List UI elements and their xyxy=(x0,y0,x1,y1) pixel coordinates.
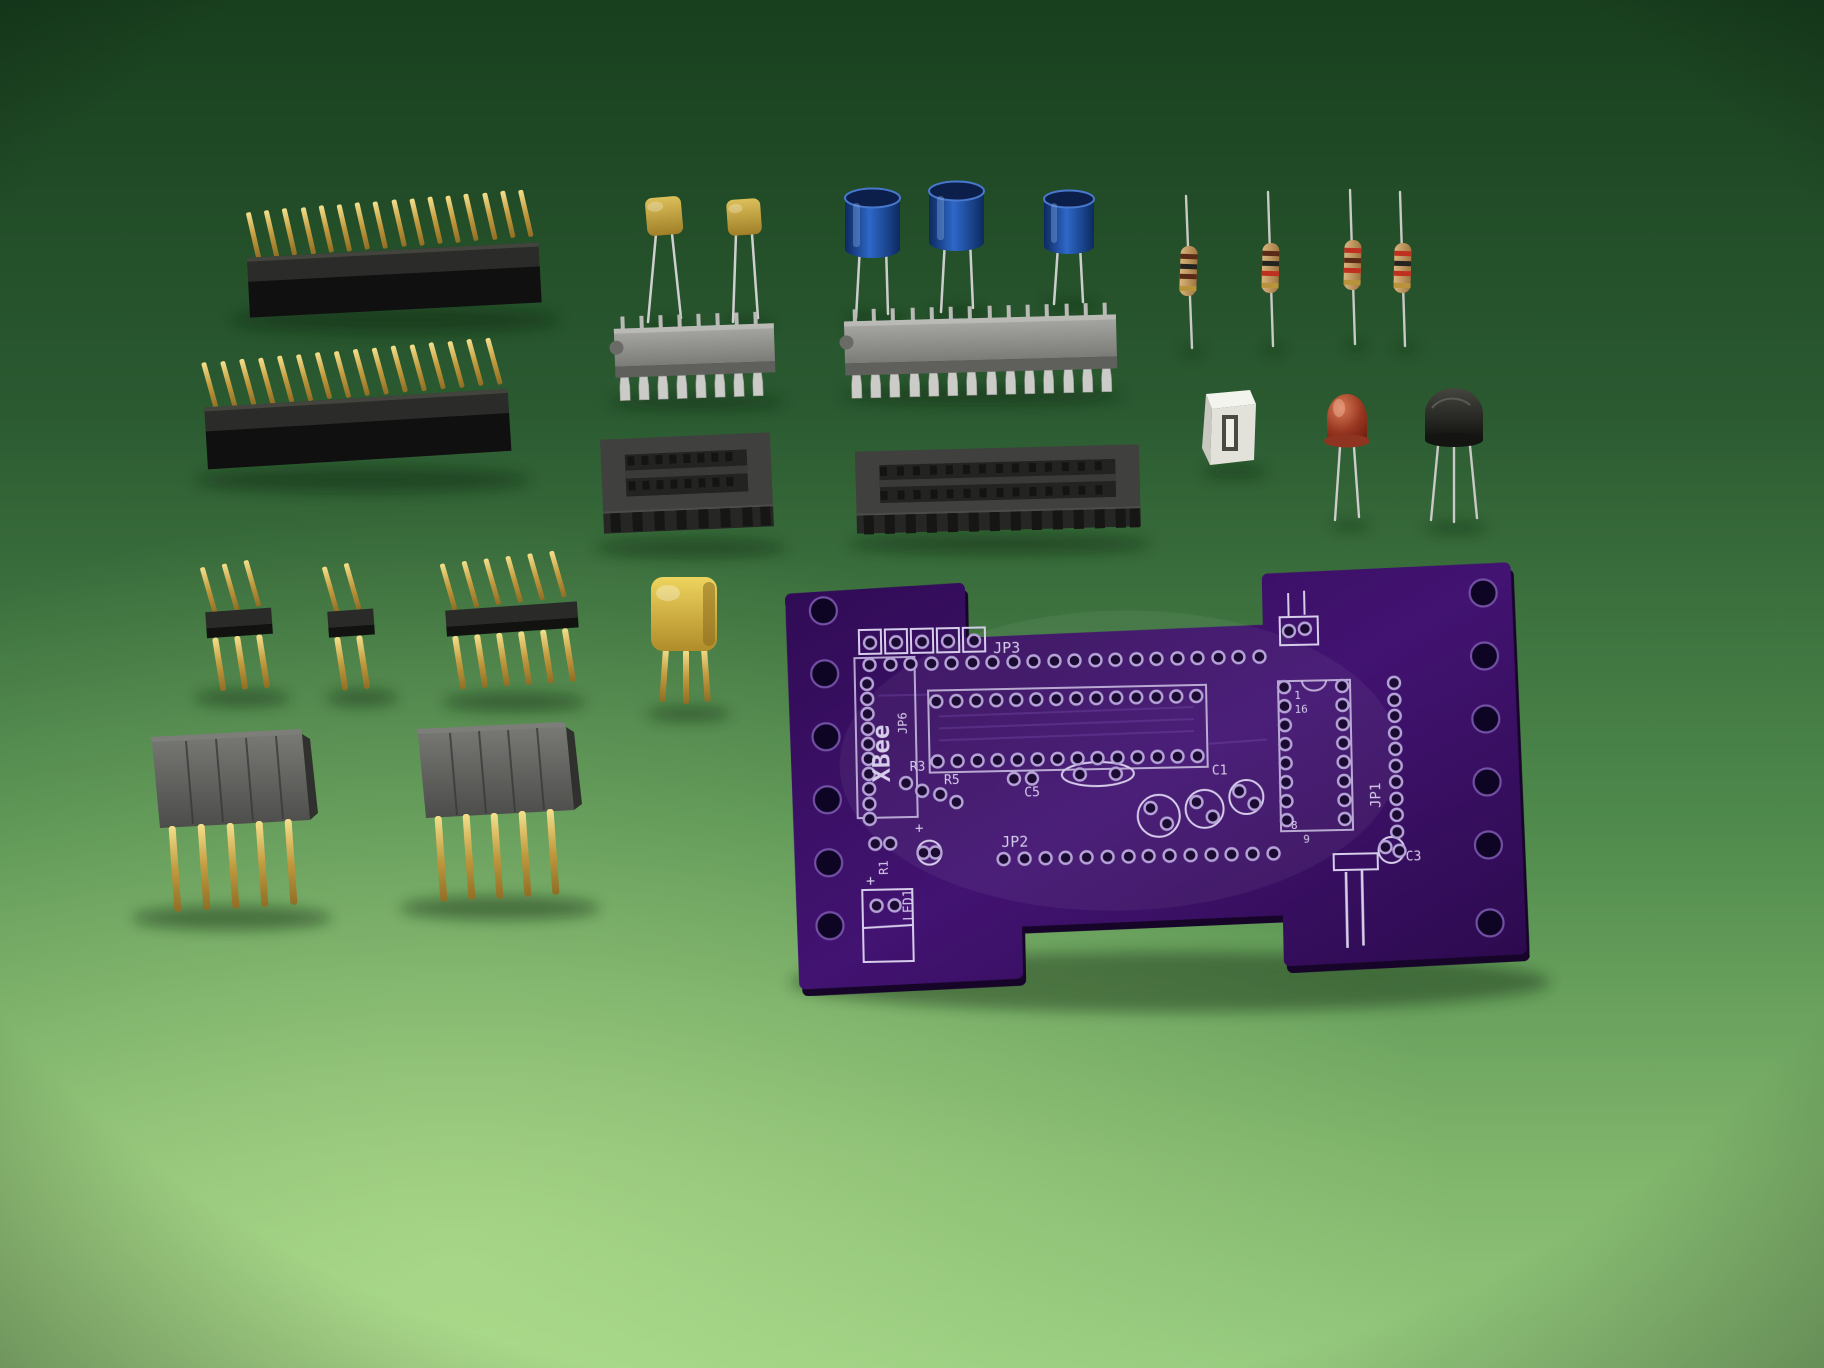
xbee-pcb: XBee JP6 JP3 JP2 JP1 R3 R5 C5 C1 C3 LED1… xyxy=(785,562,1530,997)
dip-ic-28 xyxy=(839,302,1118,399)
silk-pin16: 16 xyxy=(1294,703,1308,716)
silk-pin8: 8 xyxy=(1291,819,1298,832)
silk-brand: XBee xyxy=(867,724,896,782)
electrolytic-capacitor-1 xyxy=(844,187,901,320)
silk-c3: C3 xyxy=(1406,849,1422,864)
led-red xyxy=(1324,394,1370,522)
silk-plus-1: + xyxy=(866,872,875,890)
pcb-traces xyxy=(878,693,1268,745)
stacking-header-2 xyxy=(416,722,582,903)
pin-header-6 xyxy=(439,550,579,690)
silk-jp2: JP2 xyxy=(1001,833,1028,852)
silk-c5: C5 xyxy=(1024,785,1040,800)
silkscreen-lines xyxy=(853,590,1406,964)
dip-socket-16 xyxy=(600,432,774,534)
silk-c1: C1 xyxy=(1212,763,1228,778)
resistor-1 xyxy=(1179,194,1198,350)
silk-pin1: 1 xyxy=(1294,689,1301,702)
dip-ic-16 xyxy=(609,311,776,401)
pin-header-2 xyxy=(321,562,375,691)
pin-header-3 xyxy=(199,559,273,692)
electrolytic-capacitor-3 xyxy=(1043,189,1095,306)
silk-led1: LED1 xyxy=(901,889,917,921)
female-header-long-1 xyxy=(245,189,542,318)
resistor-4 xyxy=(1393,190,1412,348)
silk-jp1: JP1 xyxy=(1368,782,1385,808)
silk-jp6: JP6 xyxy=(896,712,910,734)
dip-socket-28 xyxy=(854,444,1141,535)
silkscreen-text: XBee JP6 JP3 JP2 JP1 R3 R5 C5 C1 C3 LED1… xyxy=(866,639,1422,921)
silk-r5: R5 xyxy=(944,773,960,788)
transistor-to92 xyxy=(1425,388,1483,524)
ceramic-capacitor-1 xyxy=(645,196,684,324)
silk-jp3: JP3 xyxy=(993,639,1020,658)
female-header-long-2 xyxy=(201,337,512,470)
connector-white xyxy=(1202,390,1256,465)
electrolytic-capacitor-2 xyxy=(928,180,985,314)
silk-pin9: 9 xyxy=(1303,833,1310,846)
stacking-header-1 xyxy=(150,729,318,913)
silk-plus-2: + xyxy=(915,821,924,837)
ceramic-capacitor-2 xyxy=(726,198,762,324)
resistor-3 xyxy=(1343,188,1362,346)
resistor-2 xyxy=(1261,190,1280,348)
silk-r3: R3 xyxy=(910,760,926,775)
resonator xyxy=(651,577,717,704)
silk-r1: R1 xyxy=(877,860,891,875)
